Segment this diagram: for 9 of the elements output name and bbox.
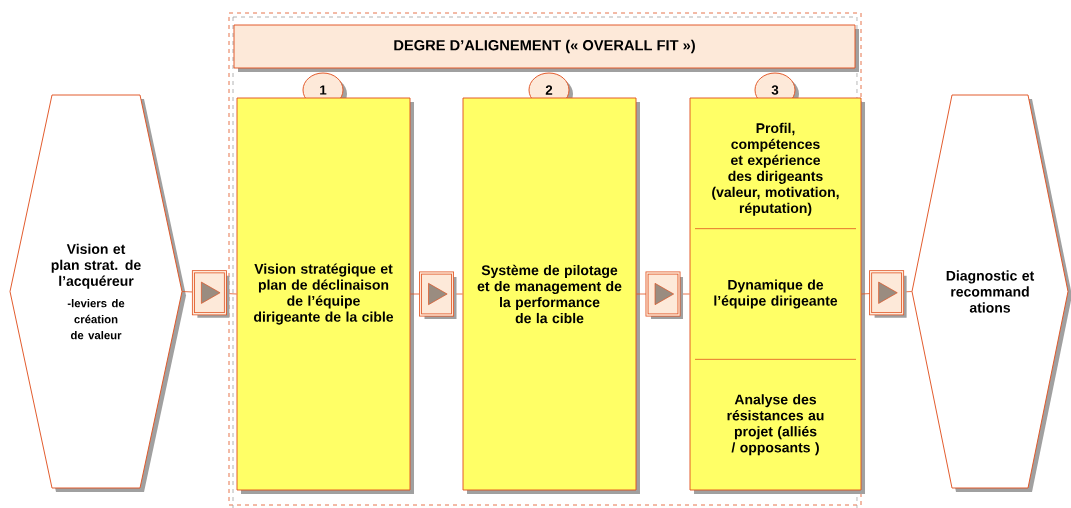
hexagon: Vision et plan strat. de l’acquéreur -leviers de création de valeur	[9, 94, 186, 492]
process-box: Système de pilotage et de management de la performance de la cible	[462, 97, 640, 494]
process-box: Vision stratégique et plan de déclinaison de l’équipe dirigeante de la cible	[236, 97, 414, 494]
arrow	[410, 271, 463, 319]
arrow	[636, 271, 690, 319]
arrow	[861, 270, 913, 318]
process-box: Profil, compétences et expérience des dirigeants (valeur, motivation, réputation) Dynamique de l’équipe dirigeante Analyse des résistances au projet (alliés / opposants )	[689, 97, 865, 494]
arrow	[181, 270, 237, 318]
hexagon: Diagnostic et recommand ations	[911, 94, 1071, 492]
